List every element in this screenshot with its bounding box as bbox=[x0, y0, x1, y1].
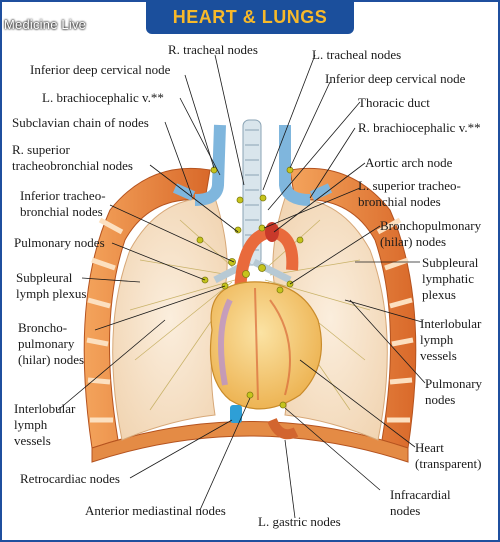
title-bar: HEART & LUNGS bbox=[146, 0, 354, 34]
label-anterior-mediastinal-nodes: Anterior mediastinal nodes bbox=[85, 503, 226, 518]
label-subpleural-lymph-plexus: Subpleural lymph plexus bbox=[16, 270, 87, 301]
label-heart-transparent: Heart (transparent) bbox=[415, 440, 482, 471]
brachiocephalic-veins bbox=[172, 124, 333, 206]
label-pulmonary-nodes-left: Pulmonary nodes bbox=[14, 235, 105, 250]
label-interlobular-lymph-vessels-left: Interlobular lymph vessels bbox=[14, 401, 76, 448]
label-inferior-deep-cervical-node-left: Inferior deep cervical node bbox=[30, 62, 171, 77]
great-vessels bbox=[234, 222, 299, 301]
label-pulmonary-nodes-right: Pulmonary nodes bbox=[425, 376, 483, 407]
label-aortic-arch-node: Aortic arch node bbox=[365, 155, 453, 170]
label-thoracic-duct: Thoracic duct bbox=[358, 95, 430, 110]
label-inferior-deep-cervical-node-right: Inferior deep cervical node bbox=[325, 71, 466, 86]
label-inferior-tracheobronchial-nodes: Inferior tracheo- bronchial nodes bbox=[20, 188, 106, 219]
label-subpleural-lymphatic-plexus: Subpleural lymphatic plexus bbox=[422, 255, 479, 302]
label-l-tracheal-nodes: L. tracheal nodes bbox=[312, 47, 402, 62]
rib-cage bbox=[83, 167, 417, 463]
label-l-superior-tracheobronchial-nodes: L. superior tracheo- bronchial nodes bbox=[358, 178, 461, 209]
label-broncho-pulmonary-hilar-nodes-left: Broncho- pulmonary (hilar) nodes bbox=[18, 320, 85, 367]
label-r-superior-tracheobronchial-nodes: R. superior tracheobronchial nodes bbox=[12, 142, 133, 173]
leader-lines bbox=[57, 54, 426, 519]
label-subclavian-chain: Subclavian chain of nodes bbox=[12, 115, 149, 130]
lymph-nodes bbox=[196, 166, 304, 409]
label-bronchopulmonary-hilar-nodes-right: Bronchopulmonary (hilar) nodes bbox=[380, 218, 482, 249]
label-r-brachiocephalic-vein: R. brachiocephalic v.** bbox=[358, 120, 481, 135]
label-infracardial-nodes: Infracardial nodes bbox=[390, 487, 451, 518]
heart bbox=[209, 281, 323, 410]
label-l-gastric-nodes: L. gastric nodes bbox=[258, 514, 341, 529]
label-r-tracheal-nodes: R. tracheal nodes bbox=[168, 42, 258, 57]
label-retrocardiac-nodes: Retrocardiac nodes bbox=[20, 471, 120, 486]
figure-title: HEART & LUNGS bbox=[172, 6, 328, 27]
label-interlobular-lymph-vessels-right: Interlobular lymph vessels bbox=[420, 316, 482, 363]
esophagus bbox=[230, 405, 299, 440]
watermark: Medicine Live bbox=[4, 17, 87, 32]
label-l-brachiocephalic-vein: L. brachiocephalic v.** bbox=[42, 90, 164, 105]
